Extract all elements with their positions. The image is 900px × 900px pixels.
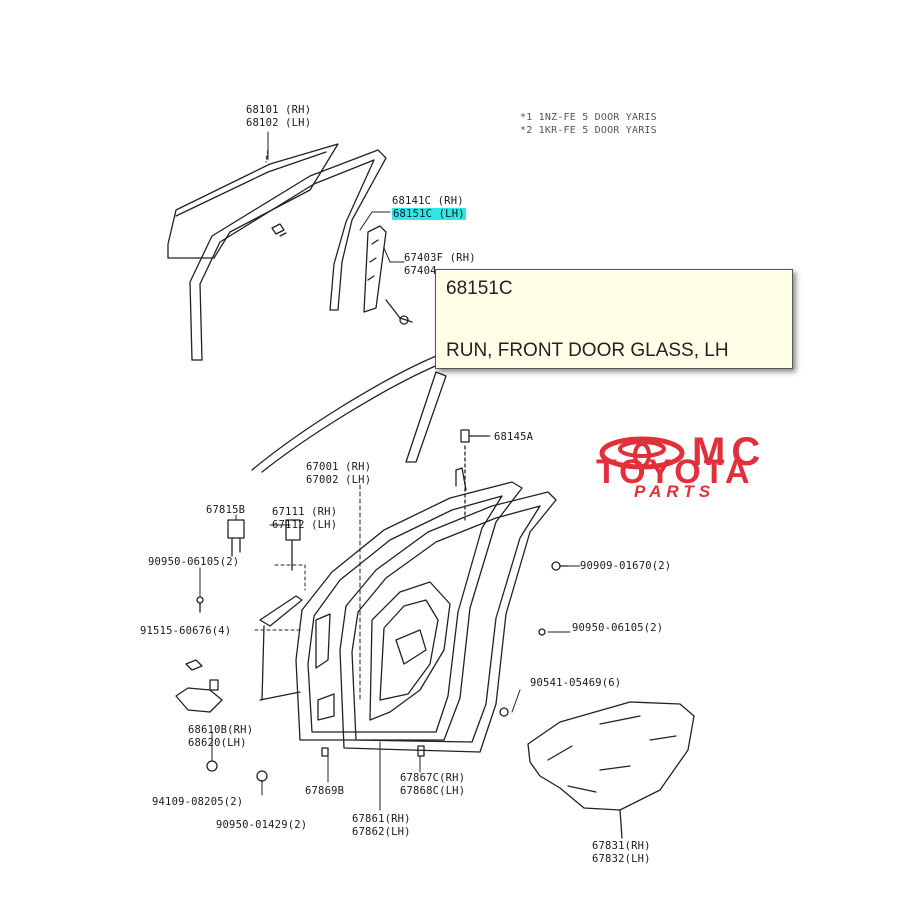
part-label-67111[interactable]: 67111 (RH): [272, 506, 338, 518]
part-label-67815b[interactable]: 67815B: [206, 504, 246, 516]
part-label-67001[interactable]: 67001 (RH): [306, 461, 372, 473]
front-door-panel-drawing: [259, 467, 557, 753]
part-label-91515-60676[interactable]: 91515-60676(4): [140, 625, 232, 637]
hinge-and-fastener-drawings: [175, 519, 569, 782]
part-label-90950-06105-upper[interactable]: 90950-06105(2): [148, 556, 240, 568]
part-label-94109-08205[interactable]: 94109-08205(2): [152, 796, 244, 808]
part-label-67832[interactable]: 67832(LH): [592, 853, 651, 865]
part-label-67403f[interactable]: 67403F (RH): [404, 252, 476, 264]
logo-brand-text: TOYOTA: [596, 453, 753, 491]
part-label-90909-01670[interactable]: 90909-01670(2): [580, 560, 672, 572]
part-label-67862[interactable]: 67862(LH): [352, 826, 411, 838]
part-label-67867c[interactable]: 67867C(RH): [400, 772, 466, 784]
part-label-68141c[interactable]: 68141C (RH): [392, 195, 464, 207]
door-glass-drawing: [167, 143, 339, 259]
part-tooltip: 68151C RUN, FRONT DOOR GLASS, LH: [435, 269, 793, 369]
logo-sub-text: PARTS: [634, 482, 716, 501]
glass-run-drawing: [189, 149, 387, 361]
note-line-2: *2 1KR-FE 5 DOOR YARIS: [520, 125, 657, 136]
logo-mc-text: MC: [692, 430, 767, 474]
belt-moulding-drawing: [251, 355, 447, 473]
part-label-67831[interactable]: 67831(RH): [592, 840, 651, 852]
part-label-67002[interactable]: 67002 (LH): [306, 474, 372, 486]
service-hole-cover-drawing: [527, 701, 695, 839]
note-line-1: *1 1NZ-FE 5 DOOR YARIS: [520, 112, 657, 123]
part-label-67112[interactable]: 67112 (LH): [272, 519, 338, 531]
mc-toyota-parts-logo: MC TOYOTA PARTS: [596, 430, 822, 502]
part-label-67404[interactable]: 67404: [404, 265, 437, 277]
part-label-68620[interactable]: 68620(LH): [188, 737, 247, 749]
part-label-68610b[interactable]: 68610B(RH): [188, 724, 254, 736]
part-label-68145a[interactable]: 68145A: [494, 431, 534, 443]
part-label-68101[interactable]: 68101 (RH): [246, 104, 312, 116]
part-label-90950-01429[interactable]: 90950-01429(2): [216, 819, 308, 831]
part-label-67861[interactable]: 67861(RH): [352, 813, 411, 825]
part-label-68102[interactable]: 68102 (LH): [246, 117, 312, 129]
division-bar-drawing: [363, 225, 413, 325]
part-label-90541-05469[interactable]: 90541-05469(6): [530, 677, 622, 689]
tooltip-part-code: 68151C: [446, 278, 513, 299]
leader-lines: [199, 131, 581, 811]
part-label-67869b[interactable]: 67869B: [305, 785, 345, 797]
tooltip-part-description: RUN, FRONT DOOR GLASS, LH: [446, 340, 729, 361]
toyota-emblem-icon: [599, 436, 685, 470]
part-label-90950-06105-right[interactable]: 90950-06105(2): [572, 622, 664, 634]
part-label-67868c[interactable]: 67868C(LH): [400, 785, 466, 797]
part-label-68151c-highlighted[interactable]: 68151C (LH): [392, 208, 466, 220]
